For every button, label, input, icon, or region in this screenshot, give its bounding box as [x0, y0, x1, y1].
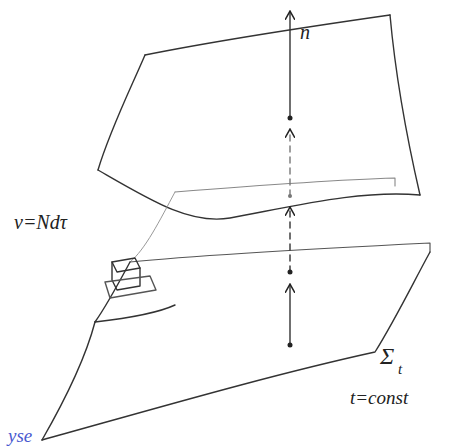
top-sheet-edge — [98, 170, 420, 219]
point — [288, 116, 293, 121]
surface-condition: t=const — [350, 388, 408, 407]
element-label: ν=Ndτ — [14, 212, 67, 232]
volume-element — [105, 276, 156, 298]
point — [288, 194, 292, 198]
point — [288, 343, 293, 348]
top-sheet-edge — [390, 15, 420, 195]
lower-sheet-edge — [95, 305, 175, 322]
middle-sheet-edge — [130, 243, 430, 262]
lower-sheet-edge — [42, 252, 430, 440]
lower-sheet-edge — [42, 322, 95, 440]
middle-sheet-edge — [130, 192, 175, 262]
top-sheet-edge — [98, 55, 145, 170]
margin-note: yse — [8, 426, 32, 445]
normal-arrow — [289, 208, 290, 272]
surface-label: Σ — [380, 344, 394, 368]
vector-label: n — [300, 22, 310, 42]
surface-subscript: t — [398, 362, 402, 377]
top-sheet-edge — [145, 15, 390, 55]
volume-element — [112, 262, 140, 290]
point — [288, 270, 293, 275]
normal-arrow — [289, 285, 290, 345]
middle-sheet-edge — [175, 178, 395, 192]
normal-arrow — [289, 130, 290, 196]
volume-element — [112, 258, 140, 272]
normal-arrow — [289, 12, 290, 118]
